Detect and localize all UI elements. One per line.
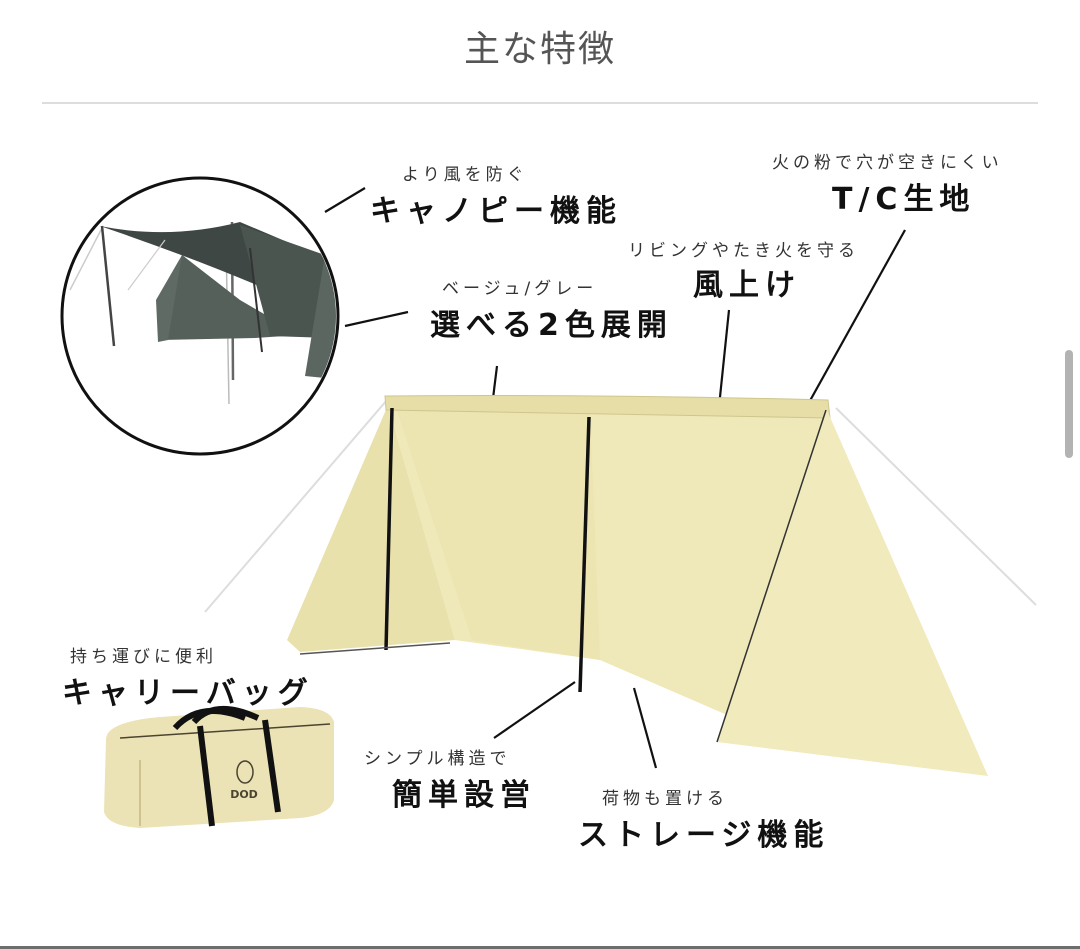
feature-windbreak-sub: リビングやたき火を守る [628, 241, 859, 261]
feature-carry-bag-title: キャリーバッグ [62, 676, 314, 711]
feature-two-colors-title: 選べる2色展開 [430, 308, 673, 343]
vertical-scrollbar[interactable] [1065, 350, 1073, 458]
feature-tc-fabric-sub: 火の粉で穴が空きにくい [772, 153, 1003, 173]
feature-storage-title: ストレージ機能 [578, 818, 830, 853]
feature-two-colors-sub: ベージュ/グレー [442, 279, 598, 299]
feature-carry-bag-sub: 持ち運びに便利 [70, 647, 217, 667]
tent-image [204, 395, 1037, 776]
feature-tc-fabric-title: T/C生地 [832, 182, 976, 217]
page-title: 主な特徴 [463, 29, 616, 70]
canopy-inset-image [60, 176, 340, 456]
feature-easy-setup-sub: シンプル構造で [364, 749, 511, 769]
bottom-edge-bar [0, 946, 1080, 949]
feature-illustration: DOD より風を防ぐ キャノピー機能 火の粉で穴が空きにくい T/C生地 リビン… [0, 110, 1080, 910]
feature-storage-sub: 荷物も置ける [602, 789, 728, 809]
title-divider [42, 102, 1038, 104]
feature-canopy-title: キャノピー機能 [370, 194, 622, 229]
carry-bag-image [104, 705, 334, 828]
bag-logo: DOD [230, 788, 258, 801]
feature-easy-setup-title: 簡単設営 [392, 778, 536, 813]
feature-canopy-sub: より風を防ぐ [402, 165, 528, 185]
feature-windbreak-title: 風上け [693, 268, 801, 303]
